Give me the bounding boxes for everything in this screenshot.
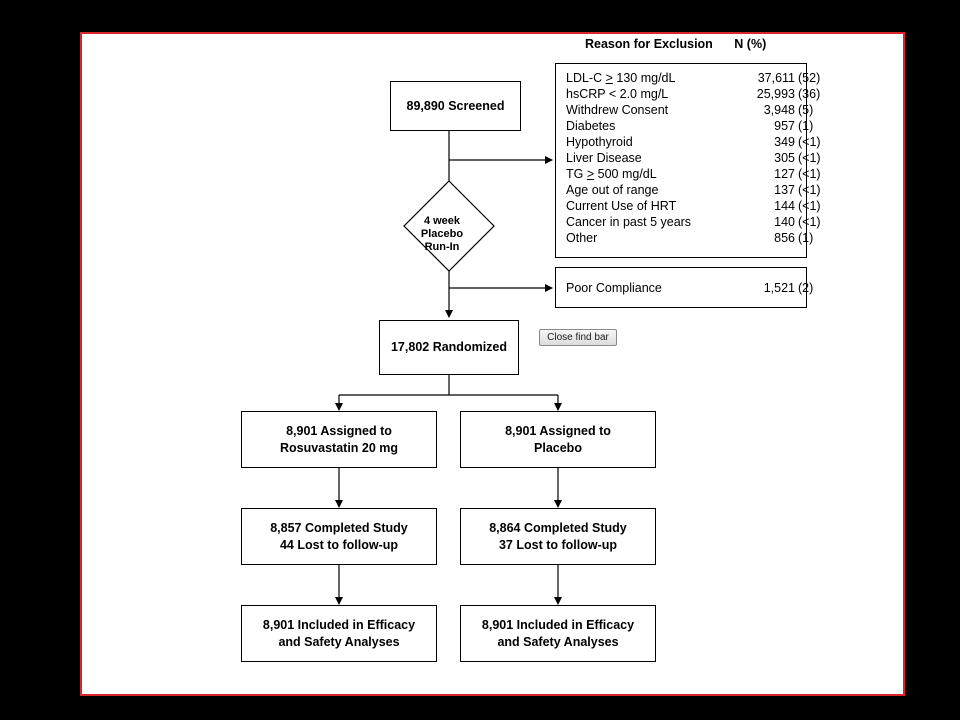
- exclusion-row-n: 856: [774, 231, 795, 245]
- run-in-label: 4 week Placebo Run-In: [420, 214, 464, 253]
- exclusion-row-pct: (<1): [798, 135, 821, 149]
- exclusion-header: Reason for Exclusion N (%): [585, 37, 766, 51]
- exclusion-row: LDL-C > 130 mg/dL 37,611 (52): [566, 70, 820, 86]
- flow-connectors: [335, 131, 562, 605]
- placebo-assigned-box: 8,901 Assigned to Placebo: [460, 411, 656, 468]
- rosuvastatin-assigned-box: 8,901 Assigned to Rosuvastatin 20 mg: [241, 411, 437, 468]
- exclusion-row-pct: (<1): [798, 215, 821, 229]
- exclusion-row-pct: (5): [798, 103, 814, 117]
- close-find-bar-button[interactable]: Close find bar: [539, 329, 617, 346]
- compliance-pct: (2): [798, 281, 814, 295]
- exclusion-row-n: 25,993: [756, 87, 795, 101]
- exclusion-header-reason: Reason for Exclusion: [585, 37, 713, 51]
- rosuvastatin-included-box: 8,901 Included in Efficacy and Safety An…: [241, 605, 437, 662]
- exclusion-row: Diabetes 957 (1): [566, 118, 813, 134]
- exclusion-row: Age out of range 137 (<1): [566, 182, 821, 198]
- placebo-included-box: 8,901 Included in Efficacy and Safety An…: [460, 605, 656, 662]
- exclusion-row-n: 957: [774, 119, 795, 133]
- exclusion-row-label: Cancer in past 5 years: [566, 215, 692, 229]
- exclusion-row-n: 140: [774, 215, 795, 229]
- exclusion-row-n: 3,948: [763, 103, 795, 117]
- exclusion-row-label: Liver Disease: [566, 151, 642, 165]
- exclusion-row-label: Withdrew Consent: [566, 103, 669, 117]
- exclusion-header-n: N (%): [734, 37, 767, 51]
- exclusion-row: Liver Disease 305 (<1): [566, 150, 821, 166]
- exclusion-row-pct: (36): [798, 87, 821, 101]
- exclusion-row: Other 856 (1): [566, 230, 813, 246]
- screened-box: 89,890 Screened: [390, 81, 521, 131]
- run-in-diamond: [403, 180, 495, 272]
- compliance-label: Poor Compliance: [566, 281, 662, 295]
- exclusion-row: Withdrew Consent 3,948 (5): [566, 102, 813, 118]
- rosuvastatin-completed-box: 8,857 Completed Study 44 Lost to follow-…: [241, 508, 437, 565]
- exclusion-row-pct: (<1): [798, 167, 821, 181]
- exclusion-row-n: 37,611: [757, 71, 795, 85]
- exclusion-row-pct: (1): [798, 231, 814, 245]
- compliance-row: Poor Compliance 1,521 (2): [566, 280, 813, 296]
- poor-compliance-box: Poor Compliance 1,521 (2): [555, 267, 813, 308]
- exclusion-row-pct: (1): [798, 119, 814, 133]
- exclusion-row-label: hsCRP < 2.0 mg/L: [566, 87, 669, 101]
- exclusion-row: TG > 500 mg/dL 127 (<1): [566, 166, 821, 182]
- exclusion-row: Cancer in past 5 years 140 (<1): [566, 214, 821, 230]
- exclusion-row-label: Diabetes: [566, 119, 616, 133]
- exclusion-row-pct: (<1): [798, 199, 821, 213]
- exclusion-row-n: 144: [774, 199, 795, 213]
- exclusion-row-pct: (<1): [798, 151, 821, 165]
- exclusion-row: hsCRP < 2.0 mg/L 25,993 (36): [566, 86, 820, 102]
- exclusion-row-label: Current Use of HRT: [566, 199, 677, 213]
- exclusion-row-label: Age out of range: [566, 183, 659, 197]
- exclusion-row-label: Hypothyroid: [566, 135, 633, 149]
- slide: 89,890 Screened 4 week Placebo Run-In 17…: [80, 32, 905, 696]
- exclusion-row-label: TG > 500 mg/dL: [566, 167, 657, 181]
- randomized-box: 17,802 Randomized: [379, 320, 519, 375]
- exclusion-row-label: LDL-C > 130 mg/dL: [566, 71, 676, 85]
- exclusion-row-pct: (<1): [798, 183, 821, 197]
- compliance-n: 1,521: [763, 281, 795, 295]
- exclusion-box: LDL-C > 130 mg/dL 37,611 (52) hsCRP < 2.…: [555, 63, 821, 258]
- exclusion-row-n: 305: [774, 151, 795, 165]
- exclusion-row-n: 137: [774, 183, 795, 197]
- exclusion-row-label: Other: [566, 231, 598, 245]
- exclusion-row: Current Use of HRT 144 (<1): [566, 198, 821, 214]
- exclusion-row: Hypothyroid 349 (<1): [566, 134, 821, 150]
- exclusion-row-n: 349: [774, 135, 795, 149]
- exclusion-row-pct: (52): [798, 71, 821, 85]
- placebo-completed-box: 8,864 Completed Study 37 Lost to follow-…: [460, 508, 656, 565]
- exclusion-row-n: 127: [774, 167, 795, 181]
